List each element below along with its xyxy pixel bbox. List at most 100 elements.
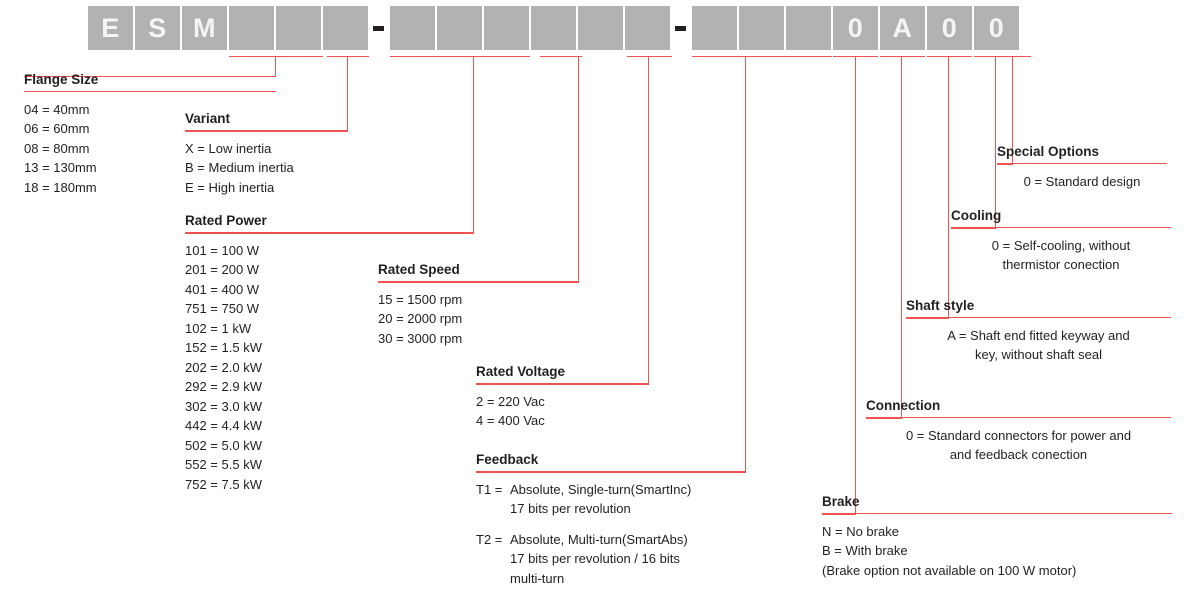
rated-speed-title: Rated Speed	[378, 262, 460, 277]
pn-box-4	[229, 6, 274, 50]
pn-box-3: M	[182, 6, 227, 50]
special-options-line1: 0 = Standard design	[1023, 173, 1141, 189]
feedback-desc: Absolute, Multi-turn(SmartAbs) 17 bits p…	[510, 530, 688, 589]
flange-size-item: 08 = 80mm	[24, 140, 90, 156]
rated-voltage-item: 4 = 400 Vac	[476, 413, 545, 429]
leader-feedback-drop	[745, 56, 746, 472]
block-rated-voltage: Rated Voltage 2 = 220 Vac 4 = 400 Vac	[476, 364, 649, 431]
feedback-entry: T1 = Absolute, Single-turn(SmartInc) 17 …	[476, 480, 746, 519]
feedback-desc: Absolute, Single-turn(SmartInc) 17 bits …	[510, 480, 691, 519]
leader-connection-run	[866, 418, 902, 419]
leader-variant-drop	[347, 56, 348, 131]
connection-title: Connection	[866, 398, 941, 413]
shaft-style-line1: A = Shaft end fitted keyway and	[947, 327, 1130, 343]
rated-speed-item: 15 = 1500 rpm	[378, 291, 463, 307]
block-flange-size: Flange Size 04 = 40mm 06 = 60mm 08 = 80m…	[24, 72, 276, 198]
block-rated-speed: Rated Speed 15 = 1500 rpm 20 = 2000 rpm …	[378, 262, 579, 349]
pn-box-15	[786, 6, 831, 50]
block-shaft-style: Shaft style A = Shaft end fitted keyway …	[906, 298, 1171, 365]
leader-special-top	[986, 56, 1031, 57]
rated-speed-item: 30 = 3000 rpm	[378, 330, 463, 346]
rated-power-list: 101 = 100 W 201 = 200 W 401 = 400 W 751 …	[185, 241, 474, 495]
flange-size-item: 13 = 130mm	[24, 160, 97, 176]
cooling-line1: 0 = Self-cooling, without	[991, 237, 1131, 253]
pn-box-11	[578, 6, 623, 50]
pn-separator-2	[675, 26, 686, 31]
special-options-rule	[997, 162, 1167, 164]
pn-box-19: 0	[974, 6, 1019, 50]
variant-item: E = High inertia	[185, 179, 275, 195]
leader-shaft-drop	[948, 56, 949, 318]
leader-shaft-top	[927, 56, 972, 57]
leader-cooling-drop	[995, 56, 996, 228]
leader-power-top	[390, 56, 530, 57]
rated-voltage-item: 2 = 220 Vac	[476, 393, 545, 409]
connection-list: 0 = Standard connectors for power and an…	[866, 426, 1171, 465]
rated-power-item: 502 = 5.0 kW	[185, 437, 262, 453]
flange-size-title: Flange Size	[24, 72, 99, 87]
variant-list: X = Low inertia B = Medium inertia E = H…	[185, 139, 348, 198]
pn-box-18: 0	[927, 6, 972, 50]
pn-box-5	[276, 6, 321, 50]
leader-power-run	[185, 233, 474, 234]
block-special-options: Special Options 0 = Standard design	[997, 144, 1167, 192]
pn-box-10	[531, 6, 576, 50]
leader-flange-run	[24, 76, 276, 77]
flange-size-rule	[24, 90, 276, 92]
pn-box-1: E	[88, 6, 133, 50]
leader-shaft-run	[906, 318, 949, 319]
feedback-rule	[476, 470, 746, 472]
rated-power-item: 102 = 1 kW	[185, 320, 252, 336]
feedback-entry: T2 = Absolute, Multi-turn(SmartAbs) 17 b…	[476, 530, 746, 589]
block-feedback: Feedback T1 = Absolute, Single-turn(Smar…	[476, 452, 746, 589]
brake-note: (Brake option not available on 100 W mot…	[822, 562, 1077, 578]
rated-power-item: 302 = 3.0 kW	[185, 398, 262, 414]
feedback-title: Feedback	[476, 452, 539, 467]
leader-brake-run	[822, 514, 856, 515]
brake-rule	[822, 512, 1172, 514]
leader-brake-drop	[855, 56, 856, 514]
rated-power-item: 292 = 2.9 kW	[185, 379, 262, 395]
leader-flange-top	[229, 56, 323, 57]
special-options-title: Special Options	[997, 144, 1100, 159]
pn-box-17: A	[880, 6, 925, 50]
flange-size-list: 04 = 40mm 06 = 60mm 08 = 80mm 13 = 130mm…	[24, 100, 276, 198]
pn-box-8	[437, 6, 482, 50]
connection-rule	[866, 416, 1171, 418]
leader-cooling-run	[951, 228, 996, 229]
pn-box-6	[323, 6, 368, 50]
pn-box-13	[692, 6, 737, 50]
feedback-list: T1 = Absolute, Single-turn(SmartInc) 17 …	[476, 480, 746, 589]
rated-speed-list: 15 = 1500 rpm 20 = 2000 rpm 30 = 3000 rp…	[378, 290, 579, 349]
rated-power-item: 752 = 7.5 kW	[185, 476, 262, 492]
leader-power-drop	[473, 56, 474, 233]
leader-flange-drop	[275, 56, 276, 76]
rated-speed-rule	[378, 280, 579, 282]
rated-power-item: 401 = 400 W	[185, 281, 260, 297]
block-brake: Brake N = No brake B = With brake (Brake…	[822, 494, 1172, 581]
pn-separator-1	[373, 26, 384, 31]
leader-feedback-top	[692, 56, 832, 57]
rated-voltage-rule	[476, 382, 649, 384]
pn-box-2: S	[135, 6, 180, 50]
cooling-list: 0 = Self-cooling, without thermistor con…	[951, 236, 1171, 275]
brake-item: N = No brake	[822, 523, 899, 539]
feedback-code: T2 =	[476, 531, 503, 547]
rated-power-title: Rated Power	[185, 213, 267, 228]
leader-connection-top	[880, 56, 925, 57]
special-options-list: 0 = Standard design	[997, 172, 1167, 192]
rated-power-item: 751 = 750 W	[185, 301, 260, 317]
block-rated-power: Rated Power 101 = 100 W 201 = 200 W 401 …	[185, 213, 474, 495]
leader-speed-drop	[578, 56, 579, 282]
pn-box-7	[390, 6, 435, 50]
brake-list: N = No brake B = With brake (Brake optio…	[822, 522, 1172, 581]
rated-power-item: 202 = 2.0 kW	[185, 359, 262, 375]
cooling-title: Cooling	[951, 208, 1002, 223]
flange-size-item: 04 = 40mm	[24, 101, 90, 117]
rated-voltage-list: 2 = 220 Vac 4 = 400 Vac	[476, 392, 649, 431]
leader-variant-top	[327, 56, 369, 57]
leader-feedback-run	[476, 472, 746, 473]
brake-item: B = With brake	[822, 543, 908, 559]
leader-connection-drop	[901, 56, 902, 418]
